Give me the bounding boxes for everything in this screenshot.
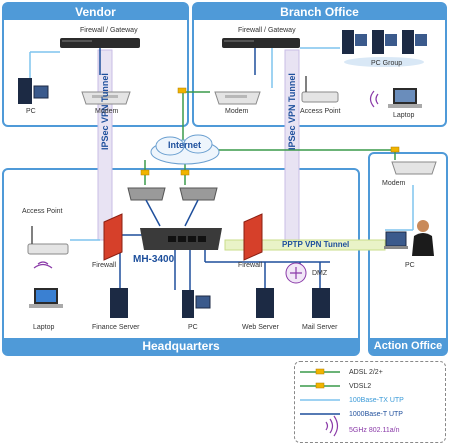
headquarters-title: Headquarters (4, 338, 358, 354)
finance-server-icon (110, 288, 128, 318)
hq-firewall-right-label: Firewall (238, 262, 263, 269)
branch-laptop-icon (388, 88, 422, 108)
branch-wireless-icon (369, 90, 379, 108)
hq-laptop-icon (29, 288, 63, 308)
legend-swatches (300, 368, 340, 437)
vendor-gateway-label: Firewall / Gateway (80, 27, 138, 34)
router-model-label: MH-3400 (133, 254, 175, 265)
vendor-modem-label: Modem (95, 108, 119, 115)
vendor-pc-label: PC (26, 108, 36, 115)
dsl-badges (140, 87, 400, 176)
legend-vdsl-label: VDSL2 (349, 383, 372, 390)
action-pc-label: PC (405, 262, 415, 269)
branch-laptop-label: Laptop (393, 112, 415, 119)
action-modem-label: Modem (382, 180, 406, 187)
legend-adsl-label: ADSL 2/2+ (349, 369, 383, 376)
hq-firewall-left-label: Firewall (92, 262, 117, 269)
hq-wireless-icon (33, 261, 53, 269)
mail-server-icon (312, 288, 330, 318)
internet-cloud-icon (150, 134, 220, 165)
branch-gateway-label: Firewall / Gateway (238, 27, 296, 34)
action-office-title: Action Office (370, 338, 446, 354)
hq-modem-left-icon (127, 187, 166, 201)
action-modem-icon (391, 161, 437, 175)
hq-laptop-label: Laptop (33, 324, 55, 331)
legend-100base-label: 100Base-TX UTP (349, 397, 404, 404)
web-server-label: Web Server (242, 324, 279, 331)
gigabit-lines (99, 45, 330, 290)
hq-pc-icon (182, 290, 211, 318)
branch-modem-label: Modem (225, 108, 249, 115)
action-office-panel: Action Office (368, 152, 448, 356)
branch-office-title: Branch Office (194, 4, 445, 20)
vendor-modem-icon (81, 91, 131, 105)
internet-label: Internet (168, 140, 202, 150)
branch-modem-icon (214, 91, 261, 105)
web-server-icon (256, 288, 274, 318)
vendor-gateway-icon (60, 38, 140, 48)
vendor-panel: Vendor (2, 2, 189, 127)
action-pc-icon (384, 220, 434, 256)
legend: ADSL 2/2+ VDSL2 100Base-TX UTP 1000Base-… (294, 361, 446, 443)
branch-pc-group-icon (342, 30, 427, 67)
fast-ethernet-lines (29, 47, 414, 241)
dmz-switch-icon (285, 262, 307, 284)
hq-firewall-right-icon (243, 213, 263, 261)
hq-access-point-icon (27, 226, 69, 255)
mh3400-router-icon (140, 228, 222, 250)
legend-1000base-label: 1000Base-T UTP (349, 411, 403, 418)
hq-modem-right-icon (179, 187, 218, 201)
pptp-tunnel-band (224, 239, 386, 251)
ipsec-tunnel-right-label: IPSec VPN Tunnel (287, 73, 297, 150)
pptp-tunnel-label: PPTP VPN Tunnel (282, 240, 350, 249)
mail-server-label: Mail Server (302, 324, 338, 331)
branch-gateway-icon (222, 38, 300, 48)
vendor-pc-icon (18, 78, 49, 104)
branch-access-point-label: Access Point (300, 108, 341, 115)
hq-access-point-label: Access Point (22, 208, 63, 215)
dmz-label: DMZ (312, 270, 328, 277)
legend-wireless-label: 5GHz 802.11a/n (349, 427, 400, 434)
vendor-title: Vendor (4, 4, 187, 20)
hq-firewall-left-icon (103, 213, 123, 261)
branch-pc-group-label: PC Group (371, 60, 403, 67)
branch-access-point-icon (301, 76, 339, 103)
finance-server-label: Finance Server (92, 324, 140, 331)
hq-pc-label: PC (188, 324, 198, 331)
